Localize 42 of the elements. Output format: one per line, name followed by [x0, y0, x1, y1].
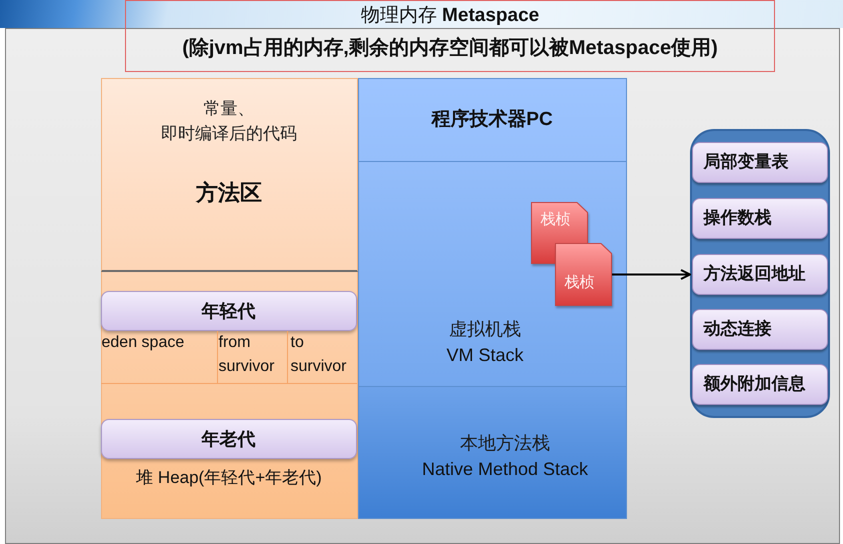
heap-block — [100, 272, 358, 518]
item-label: 动态连接 — [704, 318, 772, 340]
space-label: to survivor — [290, 332, 348, 376]
section-note: 即时编译后的代码 — [161, 122, 297, 144]
section-title: 方法区 — [196, 178, 262, 206]
frame-label: 栈桢 — [564, 272, 594, 292]
generation-bar — [100, 418, 356, 458]
frame-detail-panel — [690, 128, 830, 418]
arrow — [612, 269, 691, 280]
title-text: 物理内存 Metaspace — [360, 4, 540, 28]
space-label: eden space — [102, 332, 184, 352]
space-label: from survivor — [218, 332, 276, 376]
space-cell — [218, 330, 288, 384]
generation-bar — [100, 290, 356, 330]
generation-label: 年老代 — [202, 428, 256, 450]
section-subtitle: VM Stack — [446, 344, 524, 366]
subtitle-text: (除jvm占用的内存,剩余的内存空间都可以被Metaspace使用) — [182, 36, 718, 61]
memory-panel — [5, 28, 840, 544]
detail-item — [692, 364, 828, 404]
detail-item — [692, 198, 828, 238]
item-label: 局部变量表 — [704, 151, 788, 173]
item-label: 操作数栈 — [704, 207, 772, 229]
native-stack-block — [358, 386, 626, 518]
section-note: 常量、 — [204, 98, 254, 120]
detail-item — [692, 308, 828, 350]
section-title: 程序技术器PC — [431, 108, 553, 132]
vm-stack-block — [358, 162, 626, 386]
generation-label: 年轻代 — [202, 300, 256, 322]
detail-item — [692, 142, 828, 182]
section-subtitle: Native Method Stack — [422, 458, 588, 480]
item-label: 额外附加信息 — [704, 373, 806, 395]
method-area-block — [100, 78, 358, 272]
frame-label: 栈桢 — [540, 210, 570, 230]
detail-item — [692, 254, 828, 294]
space-cell — [100, 330, 218, 384]
section-title: 本地方法栈 — [460, 432, 550, 454]
item-label: 方法返回地址 — [704, 263, 806, 285]
section-title: 虚拟机栈 — [449, 318, 521, 340]
pc-register-block — [358, 78, 626, 162]
section-title: 堆 Heap(年轻代+年老代) — [136, 466, 322, 488]
stack-frame — [554, 242, 612, 306]
title-box — [125, 0, 775, 72]
